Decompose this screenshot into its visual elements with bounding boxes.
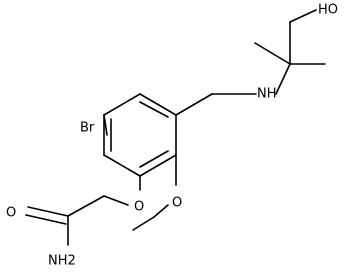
atom-label-nh: NH	[257, 87, 277, 102]
bond-ring-to-br	[103, 114, 108, 136]
bond-ch2-to-carbonyl-c	[67, 195, 105, 217]
bond-carbonyl-double-1	[27, 206, 69, 217]
bond-o-ether-to-ch2	[103, 195, 129, 206]
bond-methoxy-methyl	[132, 216, 155, 231]
benzene-ring	[103, 93, 177, 177]
ring-double-bond-inner-1	[139, 150, 169, 168]
atom-label-nh2: NH2	[48, 254, 76, 269]
ring-bond-c4-c5	[103, 93, 141, 116]
ring-bond-c6-c1	[103, 154, 141, 177]
ring-double-bond-inner-2	[139, 101, 169, 118]
atom-label-o-carbonyl: O	[6, 206, 16, 221]
atom-label-o-methoxy: O	[172, 196, 182, 211]
bond-carbonyl-double-2	[25, 214, 67, 225]
atom-label-br: Br	[80, 121, 95, 136]
ring-bond-c1-c2	[139, 154, 177, 177]
bond-ch2-to-oh	[289, 9, 317, 23]
atom-label-oh: HO	[318, 3, 338, 18]
bond-nh-to-cq	[275, 63, 291, 95]
ring-bond-c3-c4	[139, 93, 177, 116]
bond-o-methoxy-to-methyl	[153, 204, 169, 218]
bond-cq-to-methyl-a	[254, 42, 291, 65]
atom-label-o-ether: O	[134, 200, 144, 215]
bond-ring-to-ch2	[175, 93, 213, 116]
